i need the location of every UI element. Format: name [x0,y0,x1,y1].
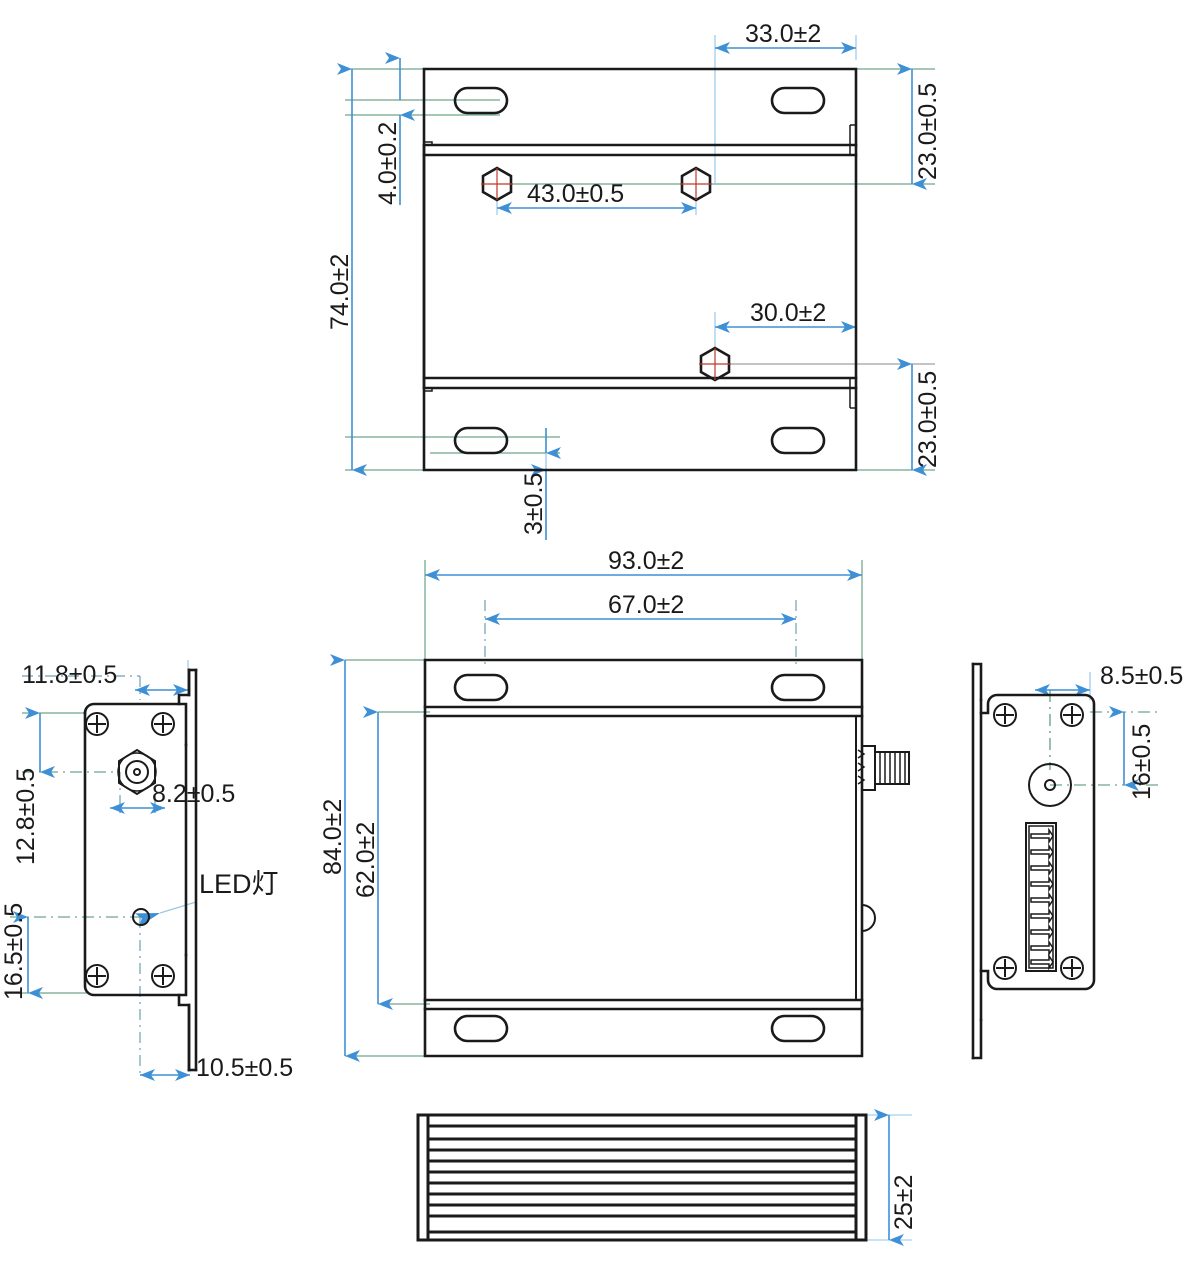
dim-74-0-text: 74.0±2 [326,254,354,330]
led-label: LED灯 [199,869,279,899]
mounting-slot [770,426,826,455]
dim-8-5-text: 8.5±0.5 [1100,662,1183,690]
dim-25: 25±2 [874,1109,918,1246]
phillips-screw [85,712,109,736]
front-view-geometry [423,658,910,1058]
mounting-slot [453,86,509,115]
top-view-geometry [422,67,858,472]
dim-84-0: 84.0±2 [319,654,360,1062]
hex-screw [680,166,712,202]
dim-12-8: 12.8±0.5 [12,707,55,865]
led-callout: LED灯 [135,869,279,927]
dim-30-0-text: 30.0±2 [750,299,826,327]
heatsink-fins [428,1124,856,1234]
dim-67-0: 67.0±2 [485,591,796,625]
mounting-slot [453,426,509,455]
dim-10-5-text: 10.5±0.5 [196,1054,293,1082]
sma-bulkhead-icon [117,748,157,796]
right-view-geometry [971,662,1096,1060]
dim-16-text: 16±0.5 [1128,724,1156,800]
top-view: 33.0±2 4.0±0.2 74.0±2 43.0±0.5 30.0±2 23… [326,20,942,540]
dim-23-0-bottom: 23.0±0.5 [897,358,942,476]
dim-62-0: 62.0±2 [352,706,393,1010]
terminal-block [1025,822,1057,972]
dim-16-5-text: 16.5±0.5 [0,903,28,1000]
dim-93-0: 93.0±2 [425,547,862,581]
dim-11-8-text: 11.8±0.5 [22,661,117,689]
dim-4-0-text: 4.0±0.2 [374,122,402,205]
left-side-view: 11.8±0.5 12.8±0.5 8.2±0.5 16.5±0.5 10.5±… [0,660,293,1082]
mounting-slot [770,86,826,115]
mounting-slot [770,673,826,702]
round-port-icon [1028,763,1072,807]
phillips-screw [1060,703,1084,727]
bottom-view-geometry [416,1113,868,1242]
hex-screw [481,166,513,202]
dim-62-0-text: 62.0±2 [352,822,380,898]
dim-8-5: 8.5±0.5 [1035,662,1183,696]
phillips-screw [1060,956,1084,980]
dim-43-0-text: 43.0±0.5 [527,180,624,208]
phillips-screw [85,964,109,988]
dim-10-5: 10.5±0.5 [140,1054,293,1082]
left-view-geometry [83,668,198,1072]
dim-93-0-text: 93.0±2 [608,547,684,575]
dim-16-5: 16.5±0.5 [0,903,43,1000]
dim-74-0: 74.0±2 [326,63,367,476]
dim-3-0-text: 3±0.5 [520,473,548,535]
right-side-view: 8.5±0.5 16±0.5 [971,662,1183,1060]
dim-23-0-top-text: 23.0±0.5 [914,83,942,180]
side-nub [861,904,876,932]
dim-23-0-bottom-text: 23.0±0.5 [914,371,942,468]
bottom-view: 25±2 [416,1109,918,1246]
front-view: 93.0±2 67.0±2 84.0±2 62.0±2 [319,547,910,1062]
dim-4-0: 4.0±0.2 [374,52,415,205]
mounting-slot [770,1014,826,1043]
dim-30-0: 30.0±2 [715,299,856,333]
phillips-screw [151,712,175,736]
dim-25-text: 25±2 [890,1175,918,1230]
dim-67-0-text: 67.0±2 [608,591,684,619]
dim-3-0: 3±0.5 [520,428,561,540]
sma-connector-icon [857,745,910,791]
phillips-screw [151,964,175,988]
mounting-slot [453,673,509,702]
dim-23-0-top: 23.0±0.5 [897,63,942,190]
dim-8-2: 8.2±0.5 [110,780,235,814]
dim-11-8: 11.8±0.5 [22,661,188,696]
dim-16: 16±0.5 [1109,706,1156,800]
phillips-screw [993,956,1017,980]
mounting-slot [453,1014,509,1043]
dim-33-0-text: 33.0±2 [745,20,821,48]
dim-33-0: 33.0±2 [715,20,856,54]
led-hole [132,908,150,926]
hex-screw [699,346,731,382]
dim-43-0: 43.0±0.5 [497,180,696,214]
phillips-screw [993,703,1017,727]
dim-8-2-text: 8.2±0.5 [152,780,235,808]
dim-84-0-text: 84.0±2 [319,799,347,875]
dim-12-8-text: 12.8±0.5 [12,768,40,865]
